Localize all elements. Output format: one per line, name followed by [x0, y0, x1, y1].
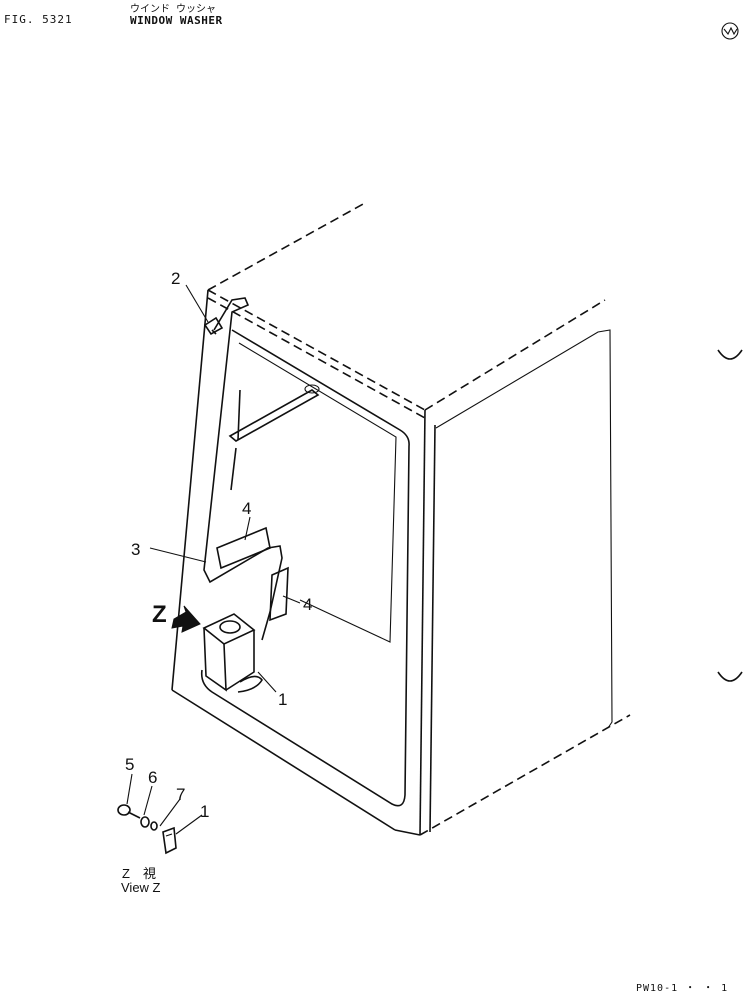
washer-hose — [203, 297, 283, 641]
callout-tank: 1 — [278, 690, 287, 709]
callout-tank-detail: 1 — [200, 802, 209, 821]
view-caption: View Z — [121, 880, 161, 895]
hose-clamp-lower — [269, 566, 289, 622]
view-arrow-label: Z — [152, 601, 167, 628]
callout-washer-plain: 7 — [176, 785, 185, 804]
title-japanese: ウインド ウッシャ — [130, 4, 217, 15]
callout-hose: 3 — [131, 540, 140, 559]
binding-mark-icon — [717, 671, 743, 682]
callout-clamp-upper: 4 — [242, 499, 251, 518]
callout-clamp-lower: 4 — [303, 595, 312, 614]
figure-number: FIG. 5321 — [4, 13, 73, 26]
leader-lines — [126, 284, 301, 835]
washer-tank — [202, 613, 263, 693]
cab-outline — [171, 202, 631, 836]
washer-nozzle — [203, 316, 224, 336]
view-z-detail — [117, 804, 177, 855]
callout-bolt: 5 — [125, 755, 134, 774]
wiper-assembly — [228, 384, 320, 491]
view-caption-japanese: Z 視 — [122, 866, 156, 881]
view-z-arrow-icon — [171, 605, 201, 633]
binding-mark-icon — [717, 349, 743, 360]
callout-washer-spring: 6 — [148, 768, 157, 787]
figure-title: WINDOW WASHER — [130, 14, 223, 27]
callout-nozzle: 2 — [171, 269, 180, 288]
stamp-icon — [721, 22, 739, 40]
hose-clamp-upper — [216, 526, 271, 570]
